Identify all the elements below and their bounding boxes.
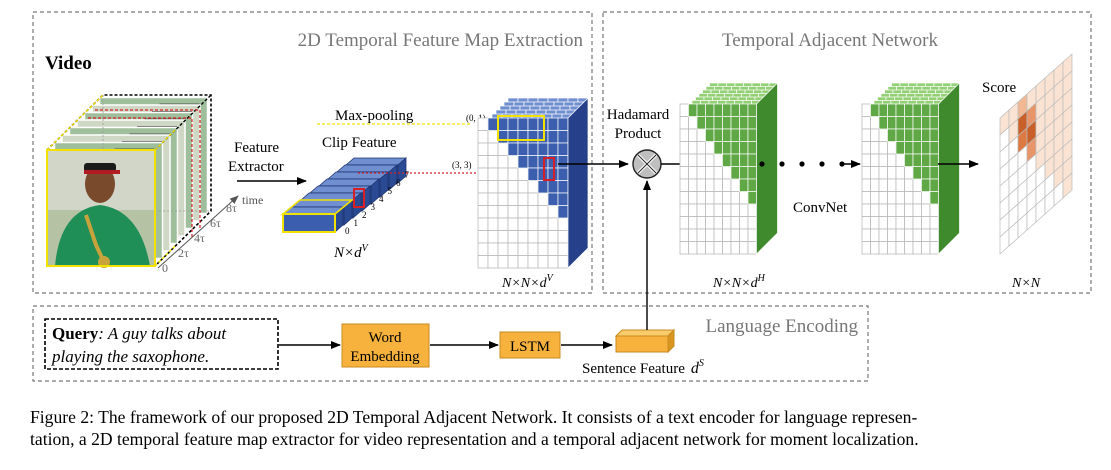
figure-caption: Figure 2: The framework of our proposed … — [30, 406, 1100, 450]
adjacent-network-panel-title: Temporal Adjacent Network — [722, 30, 939, 51]
svg-text:3: 3 — [371, 202, 376, 212]
video-label: Video — [45, 53, 92, 74]
svg-text:7: 7 — [405, 170, 410, 180]
time-axis-label: time — [242, 193, 263, 207]
language-encoding-panel-title: Language Encoding — [706, 316, 859, 337]
convnet-label: ConvNet — [793, 200, 848, 216]
hadamard-label-1: Hadamard — [607, 107, 670, 123]
query-box — [44, 318, 279, 370]
svg-text:2: 2 — [362, 210, 367, 220]
clip-feature-label: Clip Feature — [322, 135, 397, 151]
caption-line-1: Figure 2: The framework of our proposed … — [30, 407, 918, 427]
svg-text:0: 0 — [162, 261, 168, 275]
query-text-line2: playing the saxophone. — [51, 347, 209, 366]
svg-text:1: 1 — [354, 218, 359, 228]
score-dim: N×N — [1011, 276, 1041, 291]
convnet-dots — [759, 160, 861, 168]
svg-text:6: 6 — [396, 178, 401, 188]
svg-text:8τ: 8τ — [226, 201, 237, 215]
convnet-output-map — [861, 82, 960, 255]
score-map — [999, 53, 1073, 255]
word-embedding-box — [341, 323, 430, 368]
caption-line-2: tation, a 2D temporal feature map extrac… — [30, 429, 919, 449]
clip-feature-dim: N×dV — [333, 243, 370, 261]
fused-feature-map — [679, 82, 778, 255]
lstm-box — [499, 331, 561, 359]
word-embedding-label-2: Embedding — [350, 349, 420, 365]
svg-text:6τ: 6τ — [210, 216, 221, 230]
svg-text:4τ: 4τ — [194, 231, 205, 245]
feature-extractor-label-1: Feature — [234, 140, 279, 156]
max-pooling-label: Max-pooling — [335, 108, 414, 124]
video-frame-stack — [46, 94, 212, 268]
sentence-feature-block — [614, 328, 676, 354]
temporal-feature-map — [477, 97, 589, 269]
feature-map-panel-title: 2D Temporal Feature Map Extraction — [298, 30, 584, 51]
svg-text:2τ: 2τ — [178, 246, 189, 260]
lstm-label: LSTM — [510, 339, 550, 355]
query-text-line1: Query: A guy talks about — [52, 324, 227, 343]
svg-text:4: 4 — [379, 194, 384, 204]
convnet-dim: N×N×dH — [712, 273, 766, 291]
hadamard-product-icon — [632, 149, 662, 179]
feature-extractor-label-2: Extractor — [228, 159, 284, 175]
time-ticks: 0 2τ 4τ 6τ 8τ — [162, 201, 237, 275]
saxophone-player-image — [46, 149, 156, 268]
feature-map-coord-b: (3, 3) — [452, 160, 472, 170]
framework-figure: 2D Temporal Feature Map Extraction Tempo… — [32, 11, 1092, 382]
feature-map-coord-a: (0, 1) — [466, 113, 486, 123]
score-label: Score — [982, 80, 1016, 96]
time-axis — [157, 195, 239, 269]
clip-feature-cells — [280, 157, 408, 233]
svg-text:5: 5 — [388, 186, 393, 196]
svg-text:0: 0 — [345, 226, 350, 236]
hadamard-label-2: Product — [615, 126, 662, 142]
feature-map-dim: N×N×dV — [501, 273, 555, 291]
word-embedding-label-1: Word — [369, 330, 402, 346]
